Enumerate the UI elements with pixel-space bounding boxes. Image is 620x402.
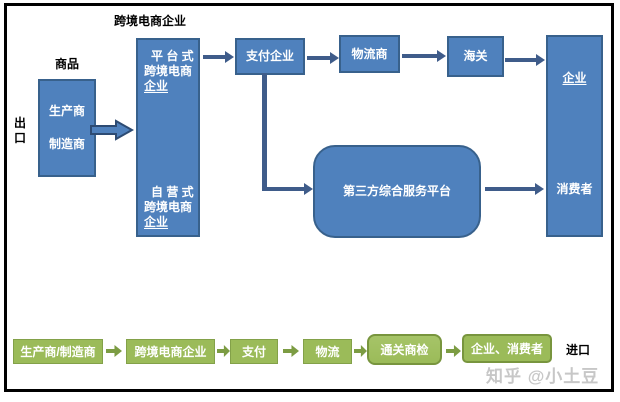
ecommerce-section-label: 跨境电商企业 <box>114 14 187 28</box>
logistics-provider-box: 物流商 <box>339 35 400 73</box>
block-arrow-producer-to-ecommerce <box>90 119 134 141</box>
customs-box: 海关 <box>447 36 504 77</box>
import-arrow-2 <box>217 345 230 357</box>
platform-type-block: 平 台 式 跨境电商 企业 <box>138 49 198 94</box>
platform-line-1: 平 台 式 <box>151 49 194 63</box>
import-arrow-4 <box>354 345 367 357</box>
third-party-platform-box: 第三方综合服务平台 <box>313 145 481 238</box>
producer-manufacturer-box: 生产商 制造商 <box>38 79 96 177</box>
arrow-customs-to-destination <box>505 54 545 66</box>
arrow-logistics-to-customs <box>402 50 446 62</box>
import-step-logistics: 物流 <box>303 339 352 364</box>
import-step-ecommerce: 跨境电商企业 <box>126 339 215 364</box>
import-step-clearance: 通关商检 <box>367 334 442 365</box>
self-line-2: 跨境电商 <box>144 200 193 214</box>
zhihu-watermark: 知乎 @小土豆 <box>486 367 600 386</box>
arrow-payment-to-logistics <box>307 52 339 64</box>
consumer-label: 消费者 <box>556 182 593 196</box>
crossborder-ecommerce-box: 平 台 式 跨境电商 企业 自 营 式 跨境电商 企业 <box>136 38 200 237</box>
arrow-payment-to-platform <box>262 183 313 195</box>
producer-label: 生产商 <box>48 104 85 118</box>
import-step-consumer: 企业、消费者 <box>462 334 552 363</box>
manufacturer-label: 制造商 <box>48 137 85 151</box>
import-arrow-3 <box>283 345 299 357</box>
connector-payment-down <box>262 73 267 189</box>
platform-line-2: 跨境电商 <box>144 64 193 78</box>
self-line-1: 自 营 式 <box>151 185 194 199</box>
export-side-label: 出口 <box>14 116 27 145</box>
arrow-platform-to-destination <box>485 183 544 195</box>
platform-line-3: 企业 <box>144 79 169 93</box>
payment-enterprise-box: 支付企业 <box>235 38 305 75</box>
self-line-3: 企业 <box>144 215 169 229</box>
destination-box: 企业 消费者 <box>546 35 603 237</box>
import-side-label: 进口 <box>566 343 591 357</box>
self-operated-block: 自 营 式 跨境电商 企业 <box>138 185 198 230</box>
enterprise-label: 企业 <box>562 71 587 85</box>
import-step-payment: 支付 <box>230 339 278 364</box>
import-arrow-5 <box>446 345 461 357</box>
goods-label: 商品 <box>55 57 80 71</box>
arrow-ecommerce-to-payment <box>203 51 234 63</box>
diagram-border <box>4 3 614 392</box>
import-step-producer: 生产商/制造商 <box>13 339 103 364</box>
import-arrow-1 <box>106 345 122 357</box>
